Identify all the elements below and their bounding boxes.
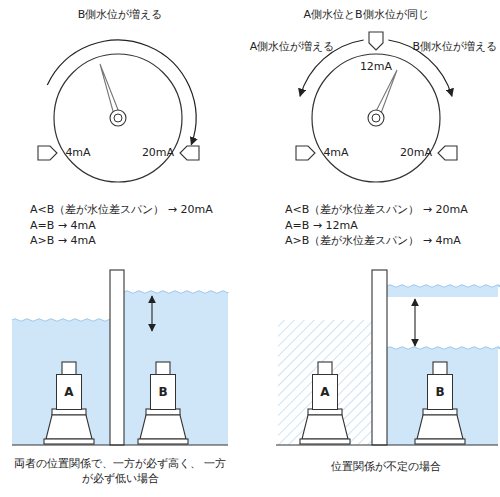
water-level-sensor: B xyxy=(427,374,453,410)
output-rule: A<B（差が水位差スパン） → 20mA xyxy=(30,203,213,218)
caption: 位置関係が不定の場合 xyxy=(331,460,441,475)
water-surface xyxy=(124,291,228,294)
scale-value: 20mA xyxy=(142,146,174,159)
panel-heading: A側水位とB側水位が同じ xyxy=(303,8,428,23)
output-rule: A>B → 4mA xyxy=(30,234,96,249)
scale-marker xyxy=(38,146,57,160)
water xyxy=(12,319,115,445)
gauge-outline xyxy=(53,53,183,183)
output-rule: A=B → 4mA xyxy=(30,219,96,234)
scale-marker xyxy=(296,146,315,160)
scale-value: 20mA xyxy=(400,146,432,159)
gauge-dial: 4mA 20mA xyxy=(53,53,183,183)
tank-floor xyxy=(12,444,228,445)
gauge-dial: 12mA 4mA 20mA xyxy=(311,53,441,183)
water-level-sensor: A xyxy=(56,374,82,410)
water xyxy=(387,347,500,445)
direction-label: B側水位が増える xyxy=(412,40,497,55)
gauge-outline xyxy=(311,53,441,183)
caption: 両者の位置関係で、一方が必ず高く、 一方が必ず低い場合 xyxy=(13,457,227,487)
water-surface xyxy=(387,285,500,288)
output-rule: A=B → 12mA xyxy=(285,219,358,234)
scale-marker xyxy=(438,146,457,160)
sensor-label: A xyxy=(320,385,329,399)
gauge-needle xyxy=(100,64,126,126)
scale-marker xyxy=(180,146,199,160)
water xyxy=(387,285,500,297)
water-surface xyxy=(12,319,115,322)
sensor-housing xyxy=(415,362,465,444)
indefinite-water xyxy=(278,320,372,445)
panel-heading: B側水位が増える xyxy=(78,8,163,23)
level-difference-arrow xyxy=(151,296,152,331)
partition-wall xyxy=(372,270,387,445)
scale-value: 4mA xyxy=(323,146,348,159)
scale-value: 12mA xyxy=(360,60,392,73)
sensor-label: A xyxy=(64,385,73,399)
sensor-housing xyxy=(300,362,350,444)
water-level-sensor: A xyxy=(312,374,338,410)
sensor-housing xyxy=(138,362,188,444)
rotation-arrow xyxy=(47,40,196,145)
water-surface xyxy=(387,347,500,350)
direction-label: A側水位が増える xyxy=(250,40,335,55)
partition-wall xyxy=(110,270,124,445)
sensor-label: B xyxy=(435,385,444,399)
gauge-needle xyxy=(368,70,397,126)
output-rule: A<B（差が水位差スパン） → 20mA xyxy=(285,203,468,218)
tank-floor xyxy=(276,444,498,445)
water xyxy=(124,291,228,445)
output-rule: A>B（差が水位差スパン） → 4mA xyxy=(285,234,461,249)
level-difference-arrow xyxy=(414,299,415,346)
scale-value: 4mA xyxy=(65,146,90,159)
sensor-housing xyxy=(44,362,94,444)
scale-marker xyxy=(369,32,383,50)
sensor-label: B xyxy=(158,385,167,399)
water-level-sensor: B xyxy=(150,374,176,410)
